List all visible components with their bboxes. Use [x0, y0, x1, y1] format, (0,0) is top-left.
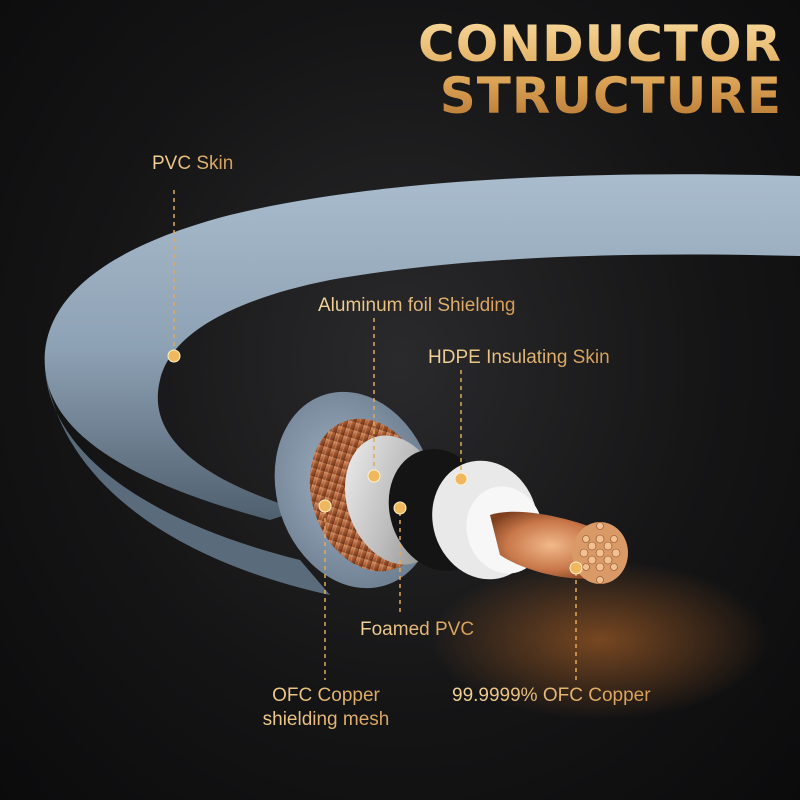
label-ofc-mesh: OFC Copper shielding mesh: [246, 684, 406, 732]
copper-glow: [430, 560, 770, 720]
dot-aluminum-foil: [367, 469, 381, 483]
label-foamed-pvc: Foamed PVC: [360, 619, 475, 640]
dot-pvc-skin: [167, 349, 181, 363]
label-pvc-skin: PVC Skin: [152, 153, 234, 174]
dot-ofc-mesh: [318, 499, 332, 513]
dot-foamed-pvc: [393, 501, 407, 515]
leader-lines: [173, 190, 577, 680]
label-aluminum-foil: Aluminum foil Shielding: [318, 295, 516, 316]
dot-ofc-copper: [569, 561, 583, 575]
label-hdpe: HDPE Insulating Skin: [428, 347, 610, 368]
title-line-2: STRUCTURE: [439, 67, 782, 125]
leader-dots: [167, 349, 583, 575]
cable-jacket-lower: [45, 368, 330, 595]
title-line-1: CONDUCTOR: [418, 15, 782, 73]
label-ofc-mesh-line1: OFC Copper: [272, 685, 380, 706]
cable-jacket-tube: [44, 174, 800, 520]
page-title: CONDUCTOR STRUCTURE: [418, 18, 782, 122]
copper-strand-ends: [579, 522, 621, 584]
label-ofc-copper: 99.9999% OFC Copper: [452, 685, 651, 706]
dot-hdpe: [454, 472, 468, 486]
label-ofc-mesh-line2: shielding mesh: [262, 709, 390, 730]
